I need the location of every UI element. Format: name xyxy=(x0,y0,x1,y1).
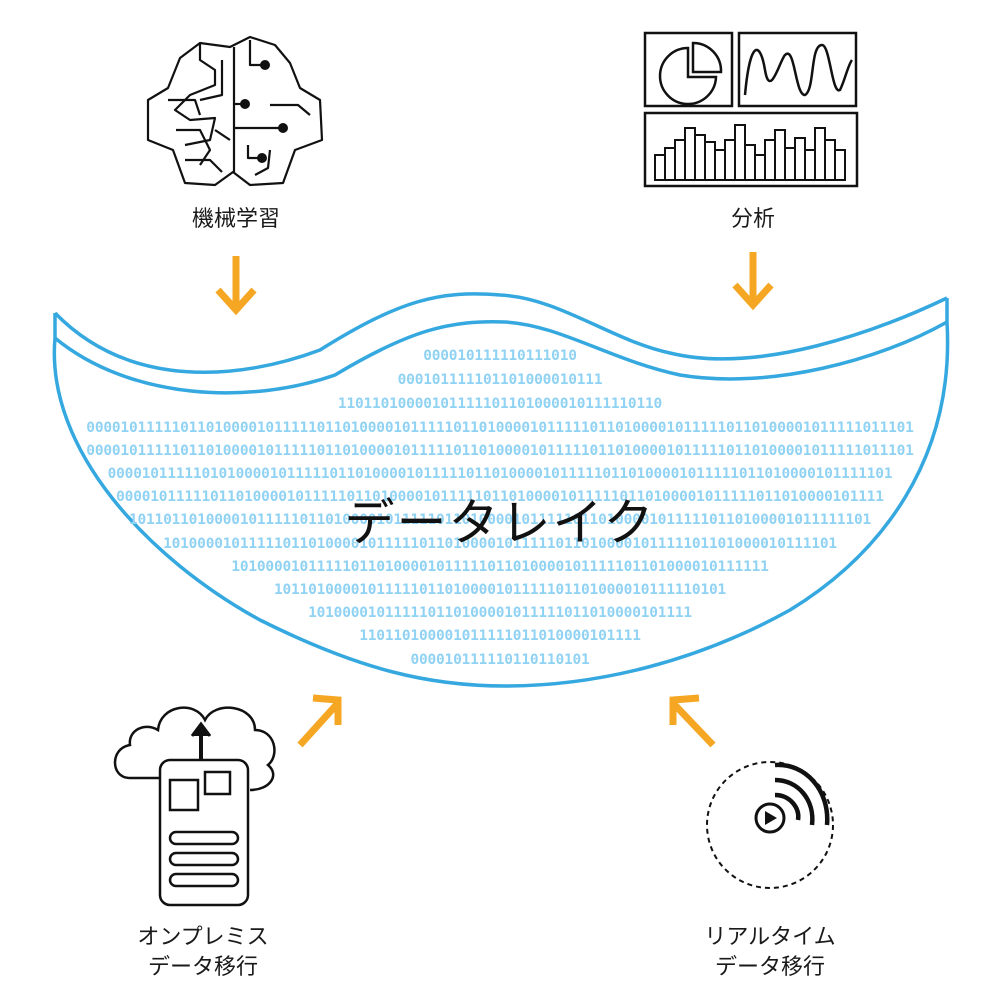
cloud-server-upload-icon xyxy=(113,706,276,907)
circuit-node-dot xyxy=(260,60,270,70)
binary-row: 110110100001011111011010000101111 xyxy=(359,628,641,644)
label-on-premise-line2: データ移行 xyxy=(147,955,258,980)
binary-row: 1010000101111101101000010111110110100001… xyxy=(163,536,837,552)
label-on-premise-line1: オンプレミス xyxy=(137,925,269,950)
arrow-onprem-to-lake xyxy=(297,694,342,748)
binary-row: 1011010000101111101101000010111110110100… xyxy=(273,582,727,598)
lake-shape xyxy=(52,292,950,688)
binary-row: 11011010000101111101101000010111110110 xyxy=(337,396,663,412)
arrow-ml-to-lake xyxy=(215,256,257,316)
binary-row: 0000101111101101000010111110110100001011… xyxy=(116,489,884,505)
binary-row: 000010111110110110101 xyxy=(410,652,590,668)
binary-row: 000010111110111010 xyxy=(423,348,577,364)
label-machine-learning: 機械学習 xyxy=(191,207,280,232)
label-on-premise: オンプレミス データ移行 xyxy=(103,923,303,983)
circuit-node-dot xyxy=(240,99,250,109)
binary-row: 1010000101111101101000010111110110100001… xyxy=(231,559,769,575)
label-realtime-line2: データ移行 xyxy=(714,955,825,980)
label-realtime: リアルタイム データ移行 xyxy=(670,923,870,983)
binary-row: 0000101111101101000010111110110100001011… xyxy=(86,420,914,436)
label-analytics: 分析 xyxy=(730,207,775,232)
label-realtime-line1: リアルタイム xyxy=(704,925,836,950)
binary-row: 1010000101111101101000010111110110100001… xyxy=(308,605,692,621)
lake-title: データレイク xyxy=(344,494,656,552)
brain-circuit-icon xyxy=(146,35,324,187)
realtime-stream-icon xyxy=(706,761,834,889)
binary-row: 000101111101101000010111 xyxy=(397,372,603,388)
arrow-realtime-to-lake xyxy=(669,694,716,748)
circuit-node-dot xyxy=(257,153,267,163)
binary-row: 0000101111101101000010111110110100001011… xyxy=(86,443,914,459)
arrow-analytics-to-lake xyxy=(732,252,774,311)
binary-row: 1011011010000101111101101000010111110110… xyxy=(128,512,872,528)
circuit-node-dot xyxy=(278,123,288,133)
analytics-dashboard-icon xyxy=(643,31,859,188)
binary-row: 0000101111101010000101111101101000010111… xyxy=(107,466,893,482)
